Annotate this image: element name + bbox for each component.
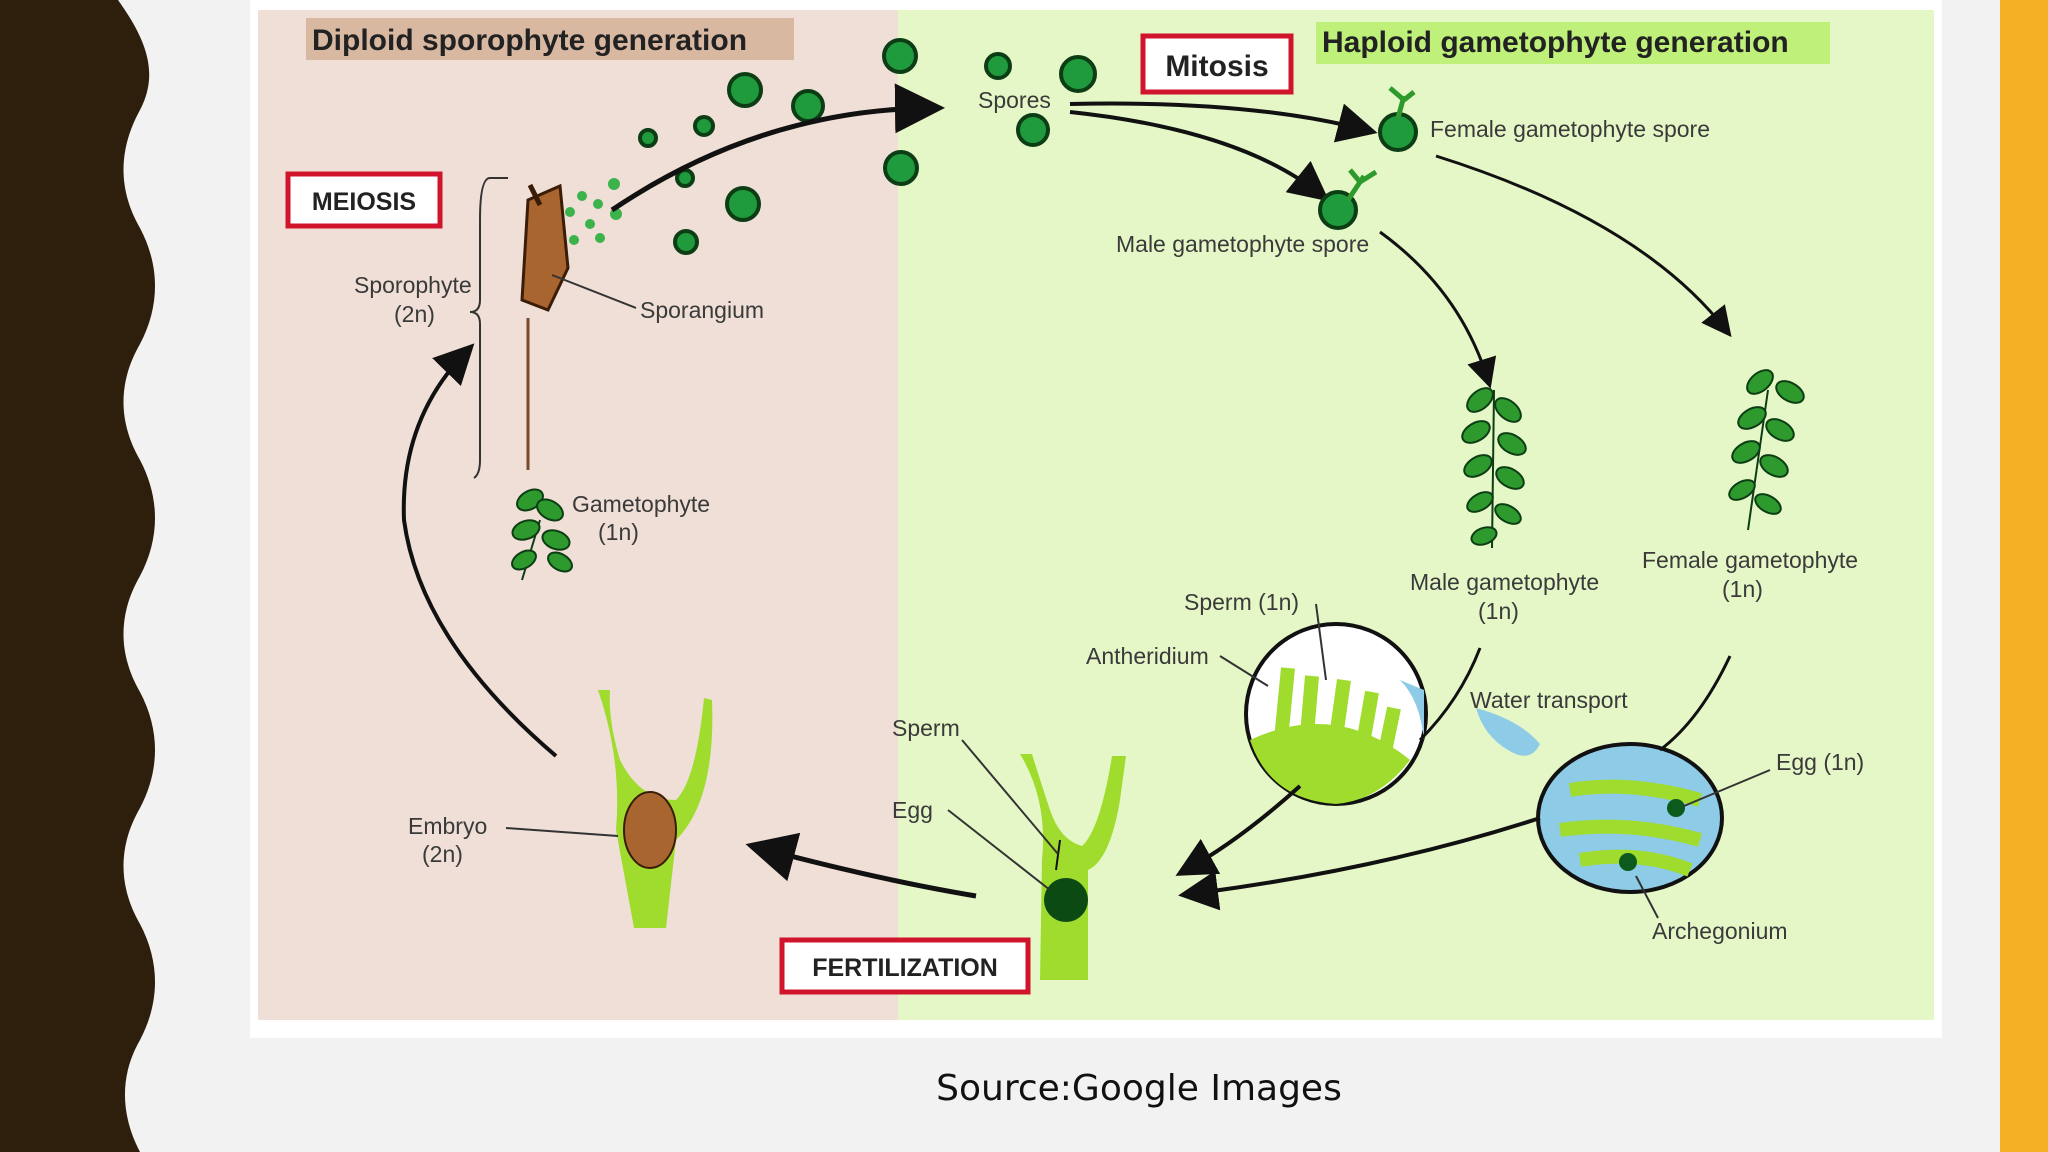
meiosis-box — [285, 171, 443, 229]
embryo-label: Embryo — [408, 813, 487, 839]
arrow-to-spores — [610, 83, 945, 213]
female-gametophyte-label: Female gametophyte — [1642, 547, 1858, 573]
female-gametophyte-plant — [1728, 369, 1805, 531]
wavy-border-decoration — [0, 0, 155, 1152]
arrow-sperm-to-egg — [1175, 784, 1302, 876]
sporophyte-bracket — [469, 177, 508, 479]
arrow-to-male-gametophyte — [1379, 230, 1497, 389]
male-spore-icon — [1318, 168, 1378, 230]
antheridium-label: Antheridium — [1086, 643, 1209, 669]
arrow-to-embryo — [745, 832, 977, 899]
sporangium — [520, 183, 570, 312]
accent-bar — [2000, 0, 2048, 1152]
female-gametophyte-ploidy: (1n) — [1722, 576, 1763, 602]
female-spore-label: Female gametophyte spore — [1430, 116, 1710, 142]
gametophyte-label: Gametophyte — [572, 491, 710, 517]
mitosis-box — [1140, 33, 1294, 95]
small-spore-dots — [555, 178, 622, 245]
arrow-to-female-gametophyte — [1435, 154, 1732, 338]
sporangium-label: Sporangium — [640, 297, 764, 323]
meiosis-label: MEIOSIS — [312, 188, 416, 216]
male-spore-label: Male gametophyte spore — [1116, 231, 1369, 257]
sperm-1n-label: Sperm (1n) — [1184, 589, 1299, 615]
arrow-embryo-to-sporophyte — [401, 343, 558, 758]
diploid-header: Diploid sporophyte generation — [312, 24, 747, 57]
source-caption: Source:Google Images — [936, 1068, 1342, 1109]
haploid-header: Haploid gametophyte generation — [1322, 26, 1789, 59]
archegonium-detail — [1536, 742, 1724, 894]
fertilization-archegonium — [1020, 754, 1126, 980]
female-spore-icon — [1378, 86, 1418, 152]
water-drop — [1476, 708, 1540, 756]
male-gametophyte-label: Male gametophyte — [1410, 569, 1599, 595]
arrow-egg-to-fertilization — [1178, 816, 1541, 911]
embryo-archegonium — [598, 690, 713, 928]
spores-label: Spores — [978, 87, 1051, 113]
mitosis-label: Mitosis — [1165, 50, 1268, 83]
water-transport-label: Water transport — [1470, 687, 1628, 713]
gametophyte-ploidy: (1n) — [598, 519, 639, 545]
male-gametophyte-ploidy: (1n) — [1478, 598, 1519, 624]
male-gametophyte-plant — [1461, 387, 1527, 549]
gametophyte-plant-small — [511, 488, 573, 581]
sporophyte-ploidy: (2n) — [394, 301, 435, 327]
spore-dots — [638, 38, 1097, 255]
egg-label: Egg — [892, 797, 933, 823]
sporophyte-label: Sporophyte — [354, 272, 472, 298]
embryo-ploidy: (2n) — [422, 841, 463, 867]
arrow-to-male-spore — [1069, 110, 1330, 202]
sperm-label: Sperm — [892, 715, 960, 741]
antheridium-detail — [1244, 622, 1428, 806]
fertilization-label: FERTILIZATION — [812, 954, 998, 982]
archegonium-label: Archegonium — [1652, 918, 1788, 944]
arrow-to-female-spore — [1069, 101, 1378, 143]
egg-1n-label: Egg (1n) — [1776, 749, 1864, 775]
fertilization-box — [779, 937, 1031, 995]
